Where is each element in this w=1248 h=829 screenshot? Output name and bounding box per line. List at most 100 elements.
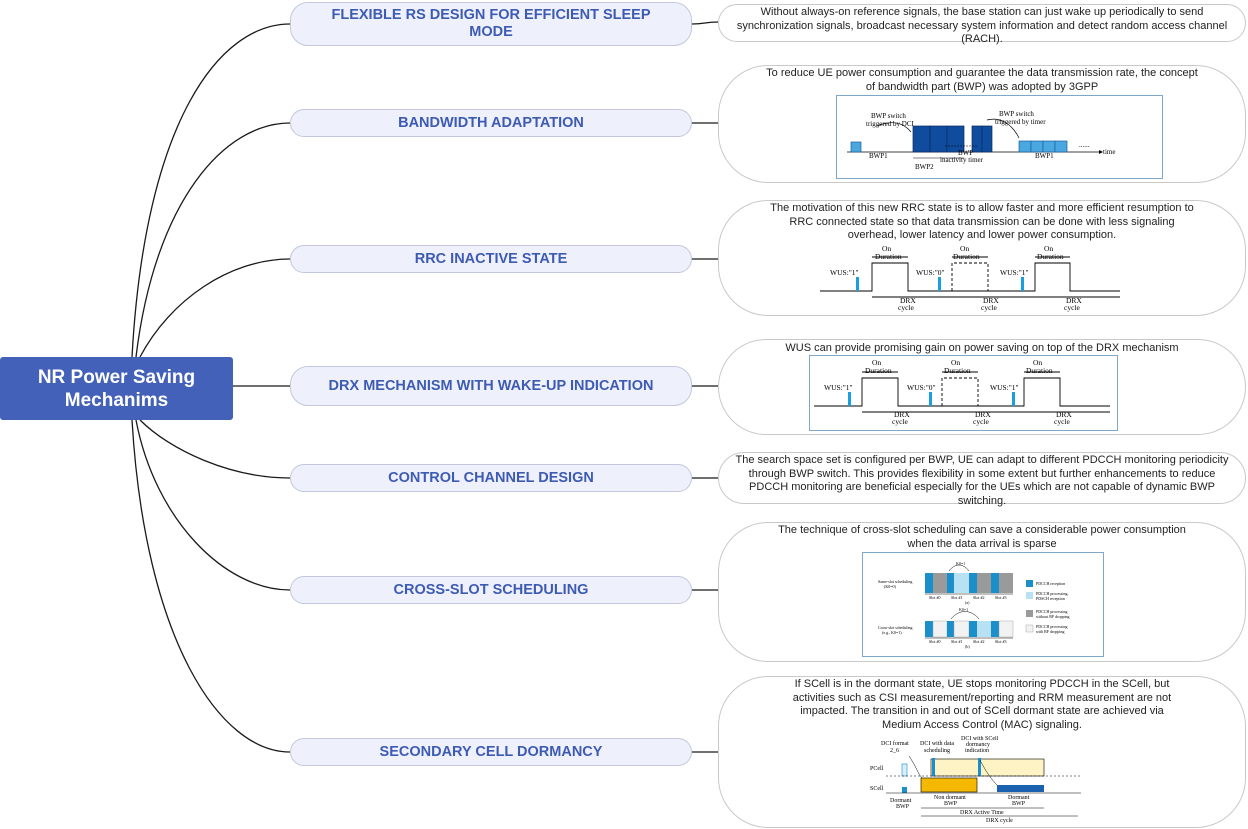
- drx-label: DRX: [1056, 410, 1072, 419]
- branch-scell-label: SECONDARY CELL DORMANCY: [379, 743, 603, 760]
- wus-1-label: WUS:"1": [990, 383, 1019, 392]
- scell-dormancy-diagram: DCI format 2_6 DCI with data scheduling …: [870, 736, 1081, 824]
- legend-label: PDSCH reception: [1036, 596, 1065, 601]
- wus-0-label: WUS:"0": [916, 268, 945, 277]
- non-dormant-bwp-label: BWP: [944, 801, 958, 807]
- dormant-label: Dormant: [890, 798, 912, 804]
- bwp1-label: BWP1: [869, 152, 888, 160]
- dci-format-label: DCI format: [881, 740, 909, 747]
- slot3-label: Slot #3: [995, 639, 1006, 644]
- branch-flexible-rs-line1: FLEXIBLE RS DESIGN FOR EFFICIENT SLEEP: [331, 7, 651, 23]
- detail-control-text: The search space set is configured per B…: [721, 454, 1243, 508]
- wus-1-label: WUS:"1": [830, 268, 859, 277]
- branch-control-label: CONTROL CHANNEL DESIGN: [388, 469, 594, 486]
- detail-cross-slot-text: The technique of cross-slot scheduling c…: [721, 524, 1243, 551]
- detail-drx-text: WUS can provide promising gain on power …: [721, 342, 1243, 356]
- root-title-line1: NR Power Saving: [37, 366, 196, 388]
- legend-swatch: [1025, 624, 1034, 633]
- branch-bandwidth-label: BANDWIDTH ADAPTATION: [398, 114, 584, 131]
- detail-line: (RACH).: [961, 33, 1003, 45]
- branch-cross-slot-scheduling[interactable]: CROSS-SLOT SCHEDULING: [290, 576, 692, 604]
- duration-label: Duration: [1026, 366, 1053, 375]
- scell-dormancy-figure: DCI format 2_6 DCI with data scheduling …: [866, 736, 1086, 824]
- legend-swatch: [1026, 610, 1033, 617]
- detail-line: The technique of cross-slot scheduling c…: [778, 524, 1186, 536]
- slot3-label: Slot #3: [995, 595, 1006, 600]
- rrc-drx-diagram: On Duration On Duration On Duration WUS:…: [820, 244, 1120, 312]
- detail-line: If SCell is in the dormant state, UE sto…: [794, 678, 1170, 690]
- detail-flexible-rs-text: Without always-on reference signals, the…: [721, 6, 1243, 47]
- detail-scell-text: If SCell is in the dormant state, UE sto…: [721, 678, 1243, 732]
- slot1-label: Slot #1: [951, 639, 962, 644]
- connector-flexible-detail: [691, 21, 719, 25]
- branch-control-channel-design[interactable]: CONTROL CHANNEL DESIGN: [290, 464, 692, 492]
- bwp1-second-label: BWP1: [1035, 152, 1054, 160]
- on-label: On: [872, 358, 881, 367]
- detail-line: PDCCH monitoring are beneficial especial…: [749, 481, 1215, 493]
- root-node[interactable]: NR Power Saving Mechanims: [0, 357, 233, 420]
- bwp-triggered-dci-label: triggered by DCI: [866, 120, 914, 128]
- scell-label: SCell: [870, 786, 884, 792]
- drx-wus-figure: On Duration On Duration On Duration WUS:…: [809, 355, 1118, 431]
- connector-root-bandwidth: [135, 122, 291, 358]
- on-label: On: [951, 358, 960, 367]
- on-label: On: [960, 244, 969, 253]
- connector-root-control: [139, 419, 291, 479]
- dci-indication-label: indication: [965, 748, 989, 754]
- detail-line: The search space set is configured per B…: [735, 454, 1229, 466]
- detail-line: overhead, lower latency and lower power …: [847, 229, 1117, 241]
- connector-root-flexible-rs: [131, 23, 291, 358]
- branch-bandwidth-adaptation[interactable]: BANDWIDTH ADAPTATION: [290, 109, 692, 137]
- k0-label: K0=1: [959, 607, 968, 612]
- pcell-label: PCell: [870, 766, 884, 772]
- legend-label: with RF dropping: [1036, 629, 1064, 634]
- connector-root-cross: [135, 419, 291, 591]
- wus-1-label: WUS:"1": [1000, 268, 1029, 277]
- drx-label: DRX: [1066, 296, 1082, 305]
- duration-label: Duration: [953, 252, 980, 261]
- bwp-switch-figure: BWP switch triggered by DCI BWP switch t…: [836, 95, 1163, 179]
- connector-root-rrc: [139, 258, 291, 358]
- slot0-label: Slot #0: [929, 639, 940, 644]
- detail-bandwidth-text: To reduce UE power consumption and guara…: [721, 67, 1243, 94]
- cross-slot-diagram: Same-slot scheduling (K0=0) Cross-slot s…: [878, 561, 1070, 649]
- same-slot-k0: (K0=0): [884, 584, 896, 589]
- on-label: On: [1033, 358, 1042, 367]
- legend-label: PDCCH reception: [1036, 581, 1065, 586]
- dormant-bwp-label: BWP: [896, 804, 910, 810]
- legend-label: PDCCH processing: [1036, 609, 1067, 614]
- legend-label: PDCCH processing: [1036, 624, 1067, 629]
- slot2-label: Slot #2: [973, 639, 984, 644]
- branch-secondary-cell-dormancy[interactable]: SECONDARY CELL DORMANCY: [290, 738, 692, 766]
- bwp-inactivity-timer-label: inactivity timer: [940, 156, 984, 164]
- branch-rrc-inactive-state[interactable]: RRC INACTIVE STATE: [290, 245, 692, 273]
- branch-drx-mechanism[interactable]: DRX MECHANISM WITH WAKE-UP INDICATION: [290, 366, 692, 406]
- detail-line: when the data arrival is sparse: [907, 537, 1057, 550]
- legend-label: without RF dropping: [1036, 614, 1070, 619]
- caption-a: (a): [965, 600, 970, 605]
- cycle-label: cycle: [898, 303, 914, 312]
- non-dormant-label: Non dormant: [934, 795, 966, 801]
- detail-line: impacted. The transition in and out of S…: [800, 705, 1164, 717]
- detail-line: activities such as CSI measurement/repor…: [792, 691, 1172, 704]
- detail-line: Without always-on reference signals, the…: [760, 6, 1204, 18]
- k0-label: K0=1: [956, 561, 965, 566]
- drx-label: DRX: [975, 410, 991, 419]
- bwp-time-label: time: [1103, 148, 1115, 156]
- drx-wus-diagram: On Duration On Duration On Duration WUS:…: [814, 358, 1110, 426]
- drx-label: DRX: [900, 296, 916, 305]
- drx-label: DRX: [983, 296, 999, 305]
- caption-b: (b): [965, 644, 970, 649]
- dormant-label: Dormant: [1008, 795, 1030, 801]
- branch-rrc-label: RRC INACTIVE STATE: [414, 250, 568, 267]
- detail-line: To reduce UE power consumption and guara…: [766, 67, 1198, 79]
- detail-line: through BWP switch. This provides flexib…: [748, 467, 1216, 480]
- legend-swatch: [1026, 592, 1033, 599]
- duration-label: Duration: [1037, 252, 1064, 261]
- bwp2-label: BWP2: [915, 163, 934, 171]
- legend-label: PDCCH processing,: [1036, 591, 1068, 597]
- bwp-switch-timer-label: BWP switch: [999, 110, 1034, 118]
- cross-slot-figure: Same-slot scheduling (K0=0) Cross-slot s…: [862, 552, 1104, 657]
